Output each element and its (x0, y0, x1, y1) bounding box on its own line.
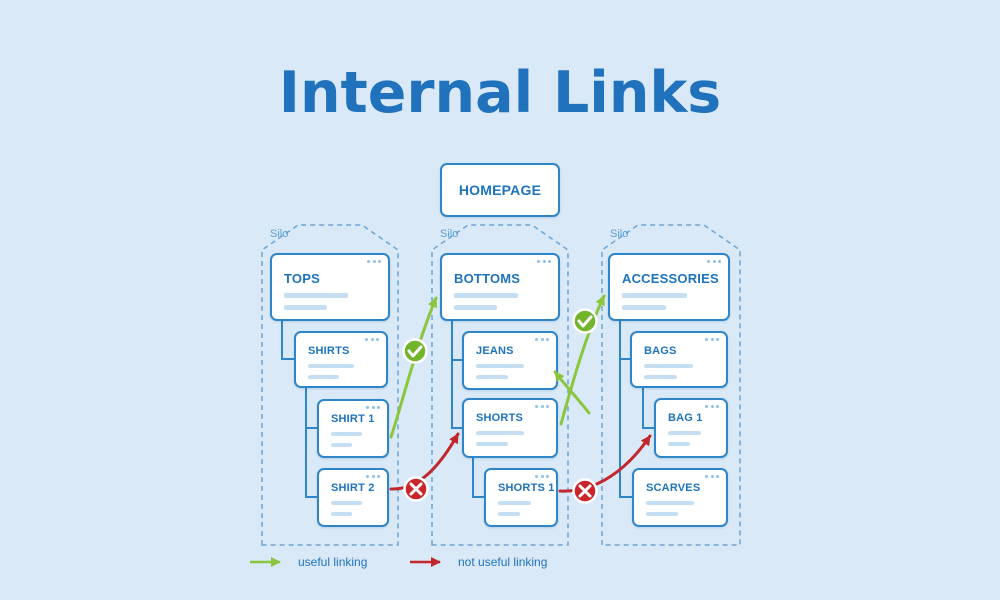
window-dots-icon (705, 405, 719, 408)
page-label: BAGS (644, 345, 677, 357)
skeleton-line (331, 512, 353, 516)
connector-line (305, 388, 317, 498)
page-box-accessories: ACCESSORIES (608, 253, 730, 321)
useful-link-arrow-to-jeans (553, 370, 591, 415)
page-box-shirt-2: SHIRT 2 (317, 468, 389, 527)
skeleton-line (644, 375, 678, 379)
page-label: JEANS (476, 345, 514, 357)
connector-line (642, 388, 654, 429)
skeleton-line (668, 431, 701, 435)
window-dots-icon (535, 475, 549, 478)
connector-line (472, 458, 484, 498)
silo-label-1: Silo (270, 228, 289, 240)
skeleton-line (308, 364, 355, 368)
page-box-shirt-1: SHIRT 1 (317, 399, 389, 458)
skeleton-line (454, 305, 498, 310)
silo-outline-2 (431, 224, 569, 546)
connector-line (281, 321, 294, 360)
not-useful-cross-icon (403, 476, 429, 502)
page-label: SHIRT 1 (331, 413, 375, 425)
page-label: SHIRT 2 (331, 482, 375, 494)
window-dots-icon (366, 406, 380, 409)
window-dots-icon (365, 338, 379, 341)
window-dots-icon (535, 405, 549, 408)
connector-line (619, 321, 632, 498)
skeleton-line (498, 512, 521, 516)
skeleton-line (476, 364, 524, 368)
silo-label-3: Silo (610, 228, 629, 240)
skeleton-line (308, 375, 340, 379)
window-dots-icon (705, 338, 719, 341)
page-box-shorts-1: SHORTS 1 (484, 468, 558, 527)
useful-link-arrow-shorts-to-accessories (559, 294, 606, 426)
window-dots-icon (707, 260, 721, 263)
connector-line (451, 321, 462, 429)
skeleton-line (331, 443, 353, 447)
useful-check-icon (402, 338, 428, 364)
homepage-label: HOMEPAGE (458, 182, 542, 198)
silo-outline-1 (261, 224, 399, 546)
page-box-bag-1: BAG 1 (654, 398, 728, 458)
skeleton-line (668, 442, 691, 446)
skeleton-line (284, 293, 348, 298)
not-useful-link-arrow-shorts1-to-bag1 (558, 434, 652, 493)
skeleton-line (644, 364, 693, 368)
window-dots-icon (705, 475, 719, 478)
page-box-tops: TOPS (270, 253, 390, 321)
skeleton-line (622, 293, 688, 298)
page-label: SCARVES (646, 482, 701, 494)
page-box-bags: BAGS (630, 331, 728, 388)
skeleton-line (331, 501, 363, 505)
legend-not-useful-label: not useful linking (458, 555, 548, 569)
page-box-bottoms: BOTTOMS (440, 253, 560, 321)
page-label: SHORTS (476, 412, 524, 424)
page-label: BAG 1 (668, 412, 703, 424)
page-label: TOPS (284, 271, 320, 286)
legend-useful-label: useful linking (298, 555, 368, 569)
homepage-box: HOMEPAGE (440, 163, 560, 217)
skeleton-line (646, 512, 679, 516)
useful-link-arrow-shirt1-to-bottoms (389, 296, 438, 439)
window-dots-icon (366, 475, 380, 478)
skeleton-line (476, 431, 524, 435)
useful-check-icon (572, 308, 598, 334)
page-title: Internal Links (278, 60, 722, 126)
skeleton-line (498, 501, 531, 505)
skeleton-line (646, 501, 694, 505)
skeleton-line (476, 442, 509, 446)
skeleton-line (622, 305, 667, 310)
page-label: SHORTS 1 (498, 482, 555, 494)
silo-label-2: Silo (440, 228, 459, 240)
page-label: ACCESSORIES (622, 271, 719, 286)
skeleton-line (284, 305, 328, 310)
skeleton-line (331, 432, 363, 436)
window-dots-icon (367, 260, 381, 263)
not-useful-cross-icon (572, 478, 598, 504)
page-box-shirts: SHIRTS (294, 331, 388, 388)
skeleton-line (454, 293, 518, 298)
not-useful-link-arrow-shirt2-to-shorts (389, 432, 460, 491)
page-box-scarves: SCARVES (632, 468, 728, 527)
skeleton-line (476, 375, 509, 379)
page-label: BOTTOMS (454, 271, 521, 286)
window-dots-icon (535, 338, 549, 341)
page-box-shorts: SHORTS (462, 398, 558, 458)
page-box-jeans: JEANS (462, 331, 558, 390)
window-dots-icon (537, 260, 551, 263)
page-label: SHIRTS (308, 345, 350, 357)
